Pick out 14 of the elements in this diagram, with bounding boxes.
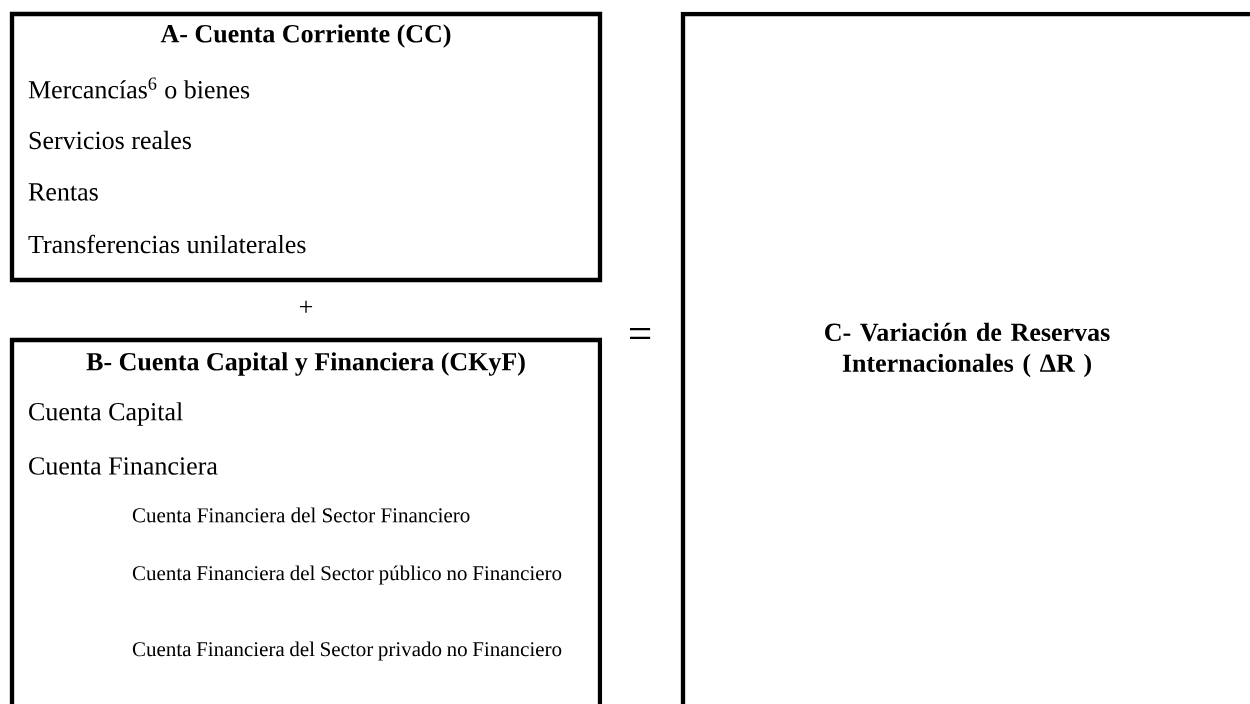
item-text: Cuenta Financiera [29, 457, 218, 475]
operator-sign: + [300, 300, 313, 313]
item-text: Servicios reales [29, 130, 191, 150]
item-text: Transferencias unilaterales [28, 234, 306, 254]
operator-sign: = [629, 328, 651, 339]
item-text: Cuenta Financiera del Sector público no Financiero [132, 565, 562, 585]
item-text: Cuenta Capital [29, 402, 183, 426]
box-heading: B- Cuenta Capital y Financiera (CKyF) [86, 352, 525, 376]
box-heading: C- Variación de Reservas Internacionales ( ΔR ) [825, 322, 1110, 378]
item-text: Cuenta Financiera del Sector Financiero [132, 507, 470, 523]
item-text: Rentas [28, 183, 98, 201]
item-text: Mercancías$^{6}$ o bienes [28, 77, 250, 99]
box-heading: A- Cuenta Corriente (CC) [160, 24, 451, 48]
item-text: Cuenta Financiera del Sector privado no Financiero [132, 641, 562, 661]
